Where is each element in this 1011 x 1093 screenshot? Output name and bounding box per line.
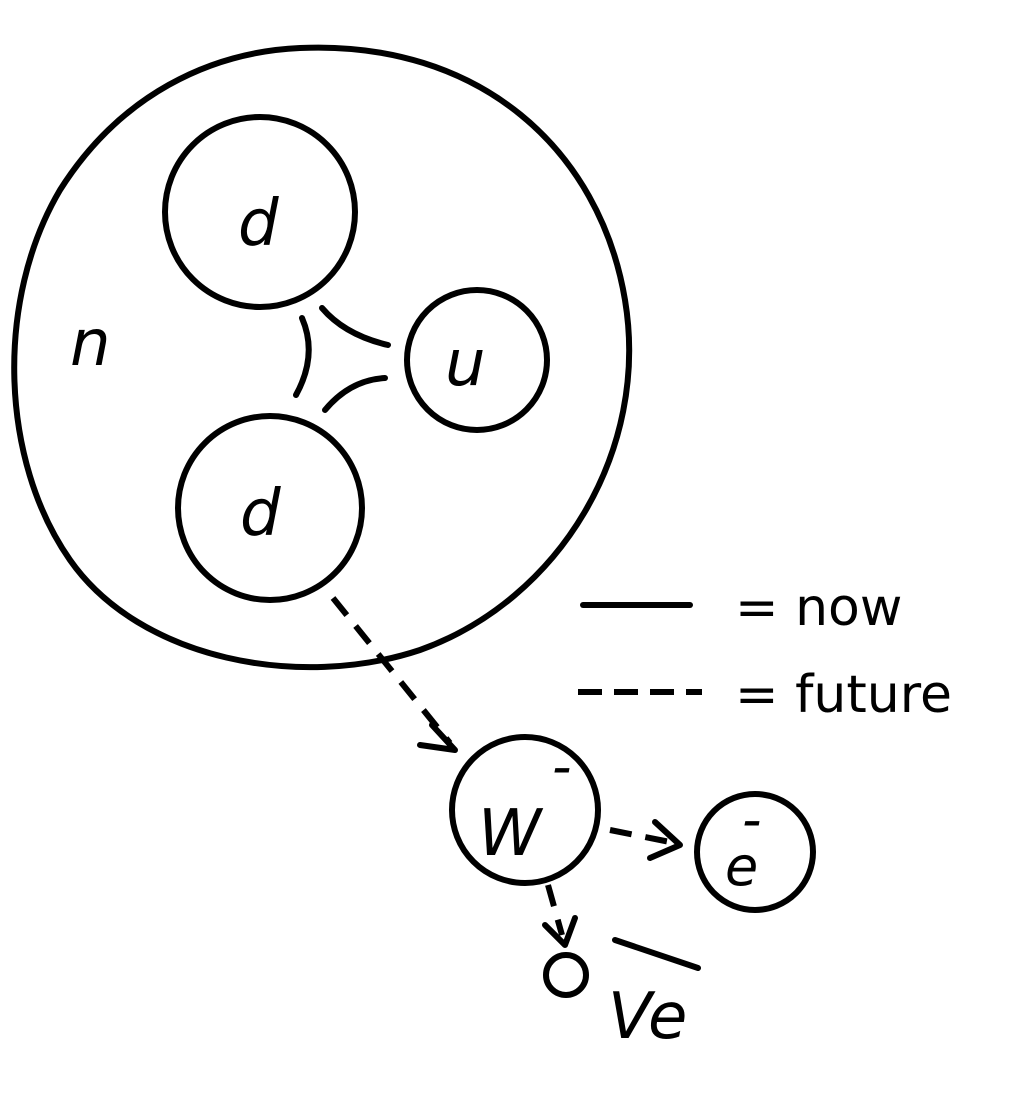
quark-top-circle bbox=[162, 114, 358, 310]
arrow-d-to-w bbox=[330, 596, 453, 745]
arrow-w-to-nu-head bbox=[542, 915, 578, 948]
quark-right-circle bbox=[404, 287, 550, 433]
w-boson-charge: - bbox=[552, 735, 572, 798]
neutron-label: n bbox=[70, 307, 111, 381]
neutron-circle bbox=[11, 44, 633, 671]
w-boson-circle bbox=[449, 734, 601, 886]
arrow-w-to-e-head bbox=[647, 819, 683, 861]
neutrino-bar bbox=[612, 937, 701, 971]
arrow-w-to-e bbox=[609, 827, 671, 845]
w-boson-label: W bbox=[478, 797, 544, 871]
quark-bottom-label: d bbox=[240, 477, 281, 551]
bond-arc-left bbox=[293, 315, 312, 398]
quark-bottom-circle bbox=[175, 413, 365, 603]
neutrino-label: Ve bbox=[608, 980, 687, 1054]
arrow-w-to-nu bbox=[545, 884, 565, 936]
arrow-d-to-w-head bbox=[417, 722, 458, 753]
bond-arc-bottom-right bbox=[322, 375, 388, 413]
electron-charge: - bbox=[742, 788, 762, 851]
neutrino-circle bbox=[543, 952, 589, 998]
legend-solid-label: = now bbox=[735, 578, 902, 638]
quark-right-label: u bbox=[445, 327, 486, 401]
electron-label: e bbox=[725, 835, 758, 898]
electron-circle bbox=[694, 791, 816, 913]
legend-dashed-label: = future bbox=[735, 665, 952, 725]
quark-top-label: d bbox=[238, 187, 279, 261]
bond-arc-top-right bbox=[319, 305, 391, 348]
